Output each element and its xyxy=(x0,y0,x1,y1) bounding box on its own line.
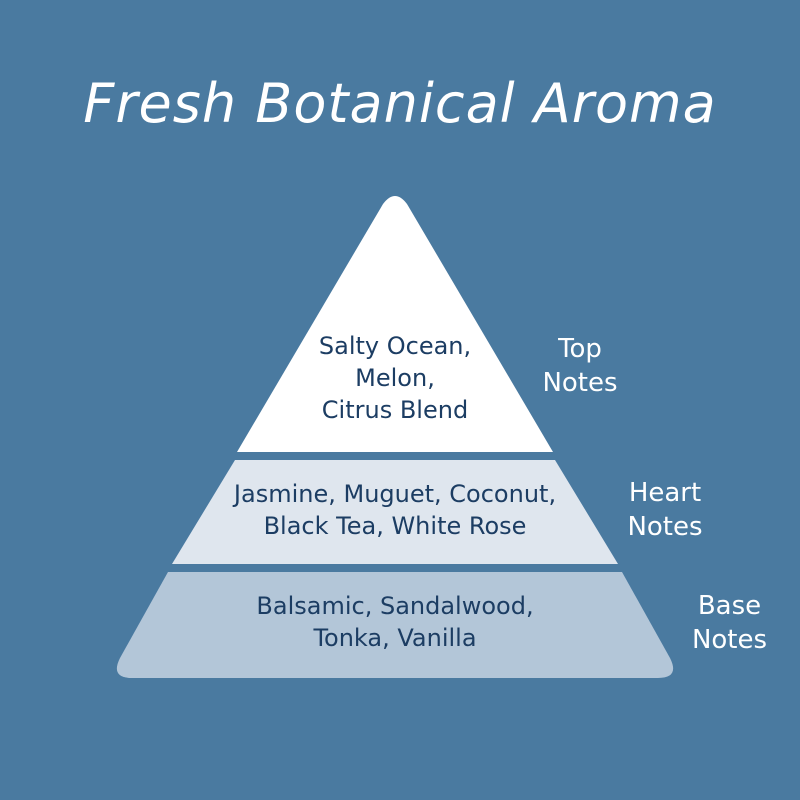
diagram-title: Fresh Botanical Aroma xyxy=(83,72,717,135)
top-notes-label-line: Notes xyxy=(542,368,618,398)
base-notes-label: Base Notes xyxy=(672,589,787,657)
heart-tier-shape xyxy=(172,460,618,564)
base-notes-label-line: Base xyxy=(697,591,762,621)
heart-notes-label-line: Heart xyxy=(628,478,702,508)
base-tier-shape xyxy=(116,572,674,678)
base-notes-line: Tonka, Vanilla xyxy=(313,624,477,652)
heart-notes-line: Jasmine, Muguet, Coconut, xyxy=(233,480,557,508)
heart-notes-ingredients: Jasmine, Muguet, Coconut, Black Tea, Whi… xyxy=(215,478,575,542)
top-tier-shape xyxy=(237,196,553,452)
heart-notes-label-line: Notes xyxy=(627,512,703,542)
top-notes-line: Melon, xyxy=(355,364,435,392)
top-notes-label-line: Top xyxy=(558,334,602,364)
top-notes-line: Citrus Blend xyxy=(321,396,469,424)
base-notes-label-line: Notes xyxy=(691,625,768,655)
top-notes-line: Salty Ocean, xyxy=(318,332,472,360)
base-notes-ingredients: Balsamic, Sandalwood, Tonka, Vanilla xyxy=(215,590,575,654)
base-notes-line: Balsamic, Sandalwood, xyxy=(256,592,534,620)
top-notes-ingredients: Salty Ocean, Melon, Citrus Blend xyxy=(275,330,515,426)
heart-notes-label: Heart Notes xyxy=(605,476,725,544)
top-notes-label: Top Notes xyxy=(525,332,635,400)
heart-notes-line: Black Tea, White Rose xyxy=(263,512,527,540)
